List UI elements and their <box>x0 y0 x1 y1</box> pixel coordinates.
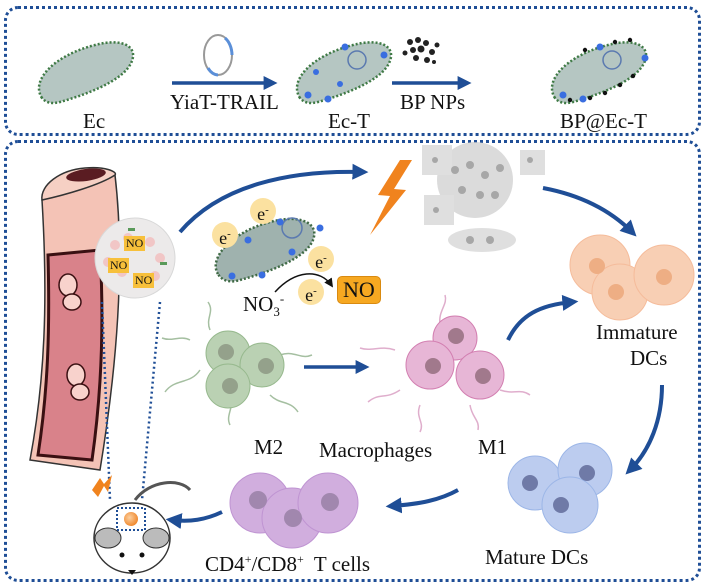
plasmid-icon <box>203 34 234 77</box>
electron-bubble: e- <box>298 279 324 305</box>
no-tag: NO <box>124 236 146 252</box>
no-tag: NO <box>108 258 130 274</box>
arrow-to-immature-dcs <box>542 186 637 237</box>
m2-macrophages <box>161 301 313 426</box>
zoom-connector-left <box>100 301 112 501</box>
label-m1: M1 <box>478 435 508 459</box>
m1-macrophages <box>359 294 531 433</box>
arrow-m1-to-immature-dcs <box>506 294 579 341</box>
label-ec-t: Ec-T <box>328 109 370 133</box>
arrow-immature-to-mature-dcs <box>625 384 664 475</box>
label-dcs: DCs <box>630 346 668 370</box>
t-cells <box>229 472 359 549</box>
label-t-cells: CD4+/CD8+ T cells <box>205 552 371 576</box>
electron-bubble: e- <box>212 222 238 248</box>
bacterium-ec-t <box>295 41 393 105</box>
mature-dcs <box>507 442 613 534</box>
immature-dcs <box>569 234 695 321</box>
label-immature: Immature <box>596 320 678 344</box>
no-tag: NO <box>133 273 155 289</box>
mouse-icon <box>93 481 192 575</box>
dead-tumor-cells <box>422 142 545 252</box>
lightning-icon-small <box>92 475 112 497</box>
label-bp-ec-t: BP@Ec-T <box>560 109 647 133</box>
blood-vessel <box>29 166 121 471</box>
arrow-to-lightning <box>178 163 369 234</box>
label-ec: Ec <box>83 109 106 133</box>
no-product-box: NO <box>337 276 381 305</box>
label-macrophages: Macrophages <box>319 438 433 462</box>
label-m2: M2 <box>254 435 284 459</box>
arrow-t-cells-to-mouse <box>165 510 223 530</box>
arrow-mature-dcs-to-t-cells <box>385 488 459 514</box>
label-bp-nps: BP NPs <box>400 90 466 114</box>
synthesis-panel <box>4 6 701 136</box>
electron-bubble: e- <box>250 198 276 224</box>
bacterium-bp-ec-t <box>550 37 649 105</box>
tumor-spheroid <box>94 217 176 299</box>
label-yiat-trail: YiaT-TRAIL <box>170 90 279 114</box>
label-mature-dcs: Mature DCs <box>485 545 589 569</box>
reduction-arrow <box>274 273 333 293</box>
label-nitrate: NO3- <box>243 291 285 320</box>
lightning-icon <box>370 160 412 235</box>
nanoparticles-icon <box>402 37 440 64</box>
bacterium-ec <box>37 41 135 105</box>
mechanism-panel <box>4 140 701 582</box>
electron-bubble: e- <box>308 246 334 272</box>
zoom-connector-right <box>140 301 162 501</box>
